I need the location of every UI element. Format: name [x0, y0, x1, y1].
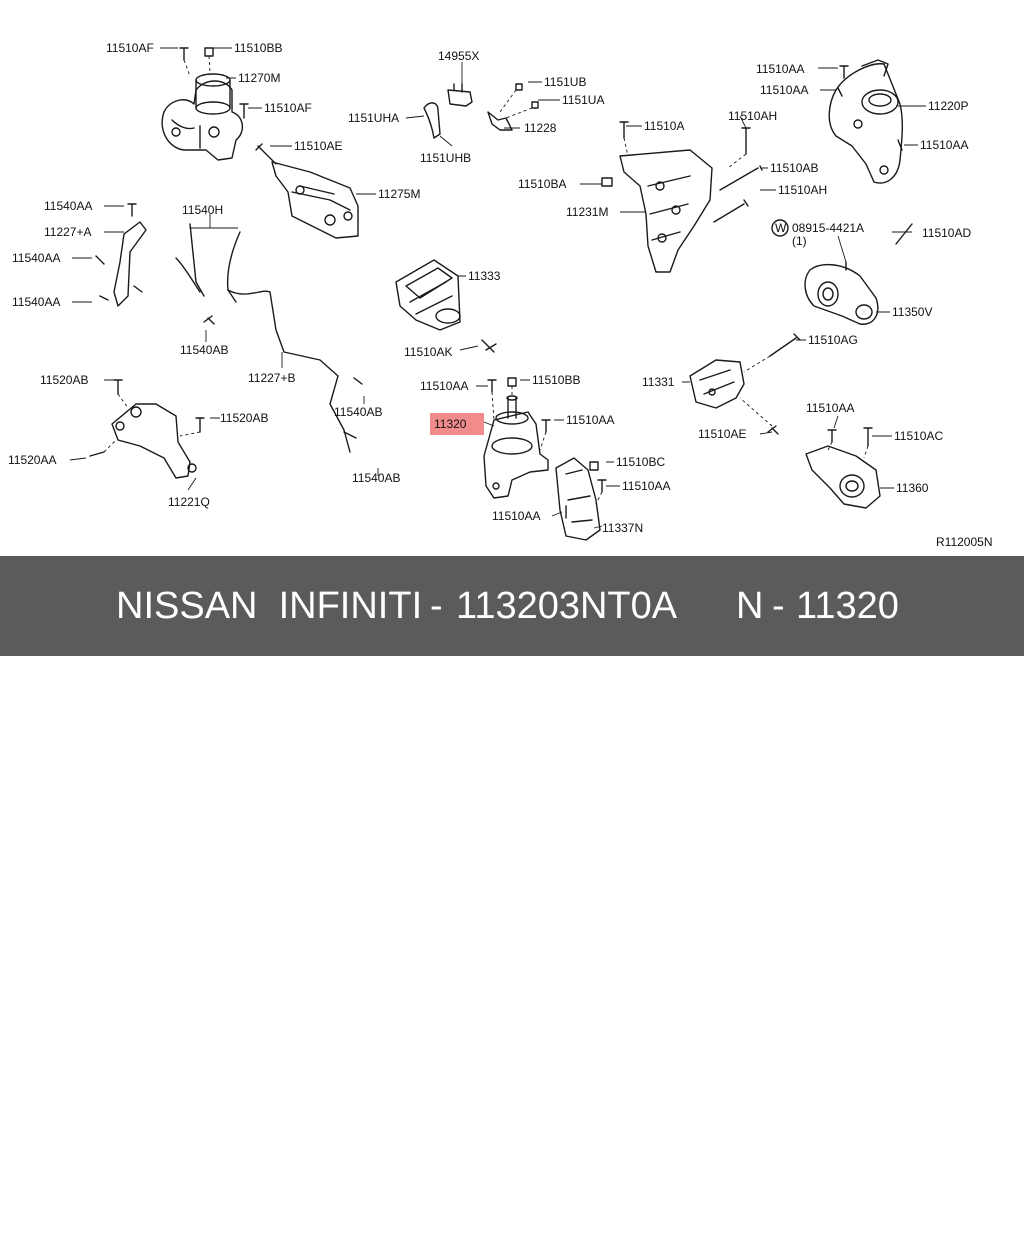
label-11510bb-b: 11510BB [532, 373, 581, 387]
label-11510ab: 11510AB [770, 161, 819, 175]
label-11540h: 11540H [182, 203, 223, 217]
mount-11350v-drawing [771, 219, 913, 325]
bracket-11231m-drawing [601, 121, 763, 273]
label-11220p: 11220P [928, 99, 968, 113]
label-11510aa-h: 11510AA [492, 509, 541, 523]
label-11510aa-d: 11510AA [420, 379, 469, 393]
washer-symbol: W [775, 221, 787, 235]
bracket-11360-drawing [805, 427, 881, 509]
footer-short-number: 11320 [796, 585, 899, 627]
mount-11270m-drawing [161, 47, 249, 161]
label-11221q: 11221Q [168, 495, 210, 509]
label-11510bb-a: 11510BB [234, 41, 283, 55]
label-11510ba: 11510BA [518, 177, 567, 191]
label-11228: 11228 [524, 121, 557, 135]
part-labels: 11510AF 11510BB 11270M 11510AF 14955X 11… [8, 41, 992, 549]
label-11510aa-g: 11510AA [622, 479, 671, 493]
label-11510ag: 11510AG [808, 333, 858, 347]
label-11320: 11320 [434, 417, 467, 431]
label-1151ub: 1151UB [544, 75, 586, 89]
label-qty-1: (1) [792, 234, 807, 248]
mount-11220p-drawing [828, 59, 903, 184]
label-11510ac: 11510AC [894, 429, 943, 443]
label-08915-4421a: 08915-4421A [792, 221, 864, 235]
label-11510bc: 11510BC [616, 455, 665, 469]
bracket-11221q-drawing [89, 379, 205, 479]
label-11350v: 11350V [892, 305, 932, 319]
parts-diagram: W 11510AF 11510BB 11270M 11510AF 14955X … [8, 41, 992, 549]
hose-11540h-drawing [175, 223, 363, 453]
label-11520ab-a: 11520AB [40, 373, 89, 387]
label-11510af-a: 11510AF [106, 41, 154, 55]
label-11510aa-f: 11510AA [806, 401, 855, 415]
bracket-11227a-drawing [95, 203, 147, 307]
label-11510ak: 11510AK [404, 345, 453, 359]
diagram-reference-code: R112005N [936, 535, 992, 549]
label-1151uha: 1151UHA [348, 111, 399, 125]
label-11510ae-b: 11510AE [698, 427, 747, 441]
label-11520aa: 11520AA [8, 453, 57, 467]
footer-banner: NISSAN INFINITI - 113203NT0A N - 11320 [0, 556, 1024, 656]
leader-lines [69, 47, 926, 529]
label-11510aa-e: 11510AA [566, 413, 615, 427]
label-1151ua: 1151UA [562, 93, 604, 107]
label-11227a: 11227+A [44, 225, 92, 239]
label-1151uhb: 1151UHB [420, 151, 471, 165]
mount-11320-drawing [483, 377, 551, 499]
label-11510aa-b: 11510AA [760, 83, 809, 97]
footer-prefix: N [736, 585, 764, 627]
label-11510af-b: 11510AF [264, 101, 312, 115]
label-11540aa-b: 11540AA [12, 251, 61, 265]
label-11510ae-a: 11510AE [294, 139, 343, 153]
label-11231m: 11231M [566, 205, 608, 219]
label-11275m: 11275M [378, 187, 420, 201]
footer-part-number: 113203NT0A [456, 585, 678, 627]
label-11510ad: 11510AD [922, 226, 971, 240]
bracket-11337n-drawing [555, 457, 607, 541]
dashed-guides [103, 355, 869, 505]
label-11540ab-c: 11540AB [352, 471, 401, 485]
footer-brand: NISSAN INFINITI [116, 585, 423, 627]
bracket-11228-drawing [423, 83, 539, 139]
label-11510aa-a: 11510AA [756, 62, 805, 76]
label-11540ab-b: 11540AB [334, 405, 383, 419]
label-11510aa-c: 11510AA [920, 138, 969, 152]
label-11520ab-b: 11520AB [220, 411, 269, 425]
label-11540ab-a: 11540AB [180, 343, 229, 357]
footer-separator: - [430, 585, 443, 627]
bracket-11275m-drawing [255, 143, 359, 239]
label-11337n: 11337N [602, 521, 643, 535]
label-11270m: 11270M [238, 71, 280, 85]
target-part-highlight [430, 413, 484, 435]
shield-11333-drawing [395, 259, 497, 353]
label-11331: 11331 [642, 375, 675, 389]
label-11333: 11333 [468, 269, 501, 283]
label-11510ah-a: 11510AH [728, 109, 777, 123]
label-11540aa-a: 11540AA [44, 199, 93, 213]
label-11510ah-b: 11510AH [778, 183, 827, 197]
footer-separator-2: - [772, 585, 785, 627]
label-14955x: 14955X [438, 49, 479, 63]
bracket-11331-drawing [689, 333, 801, 435]
label-11360: 11360 [896, 481, 929, 495]
label-11510a: 11510A [644, 119, 684, 133]
label-11540aa-c: 11540AA [12, 295, 61, 309]
label-11227b: 11227+B [248, 371, 296, 385]
